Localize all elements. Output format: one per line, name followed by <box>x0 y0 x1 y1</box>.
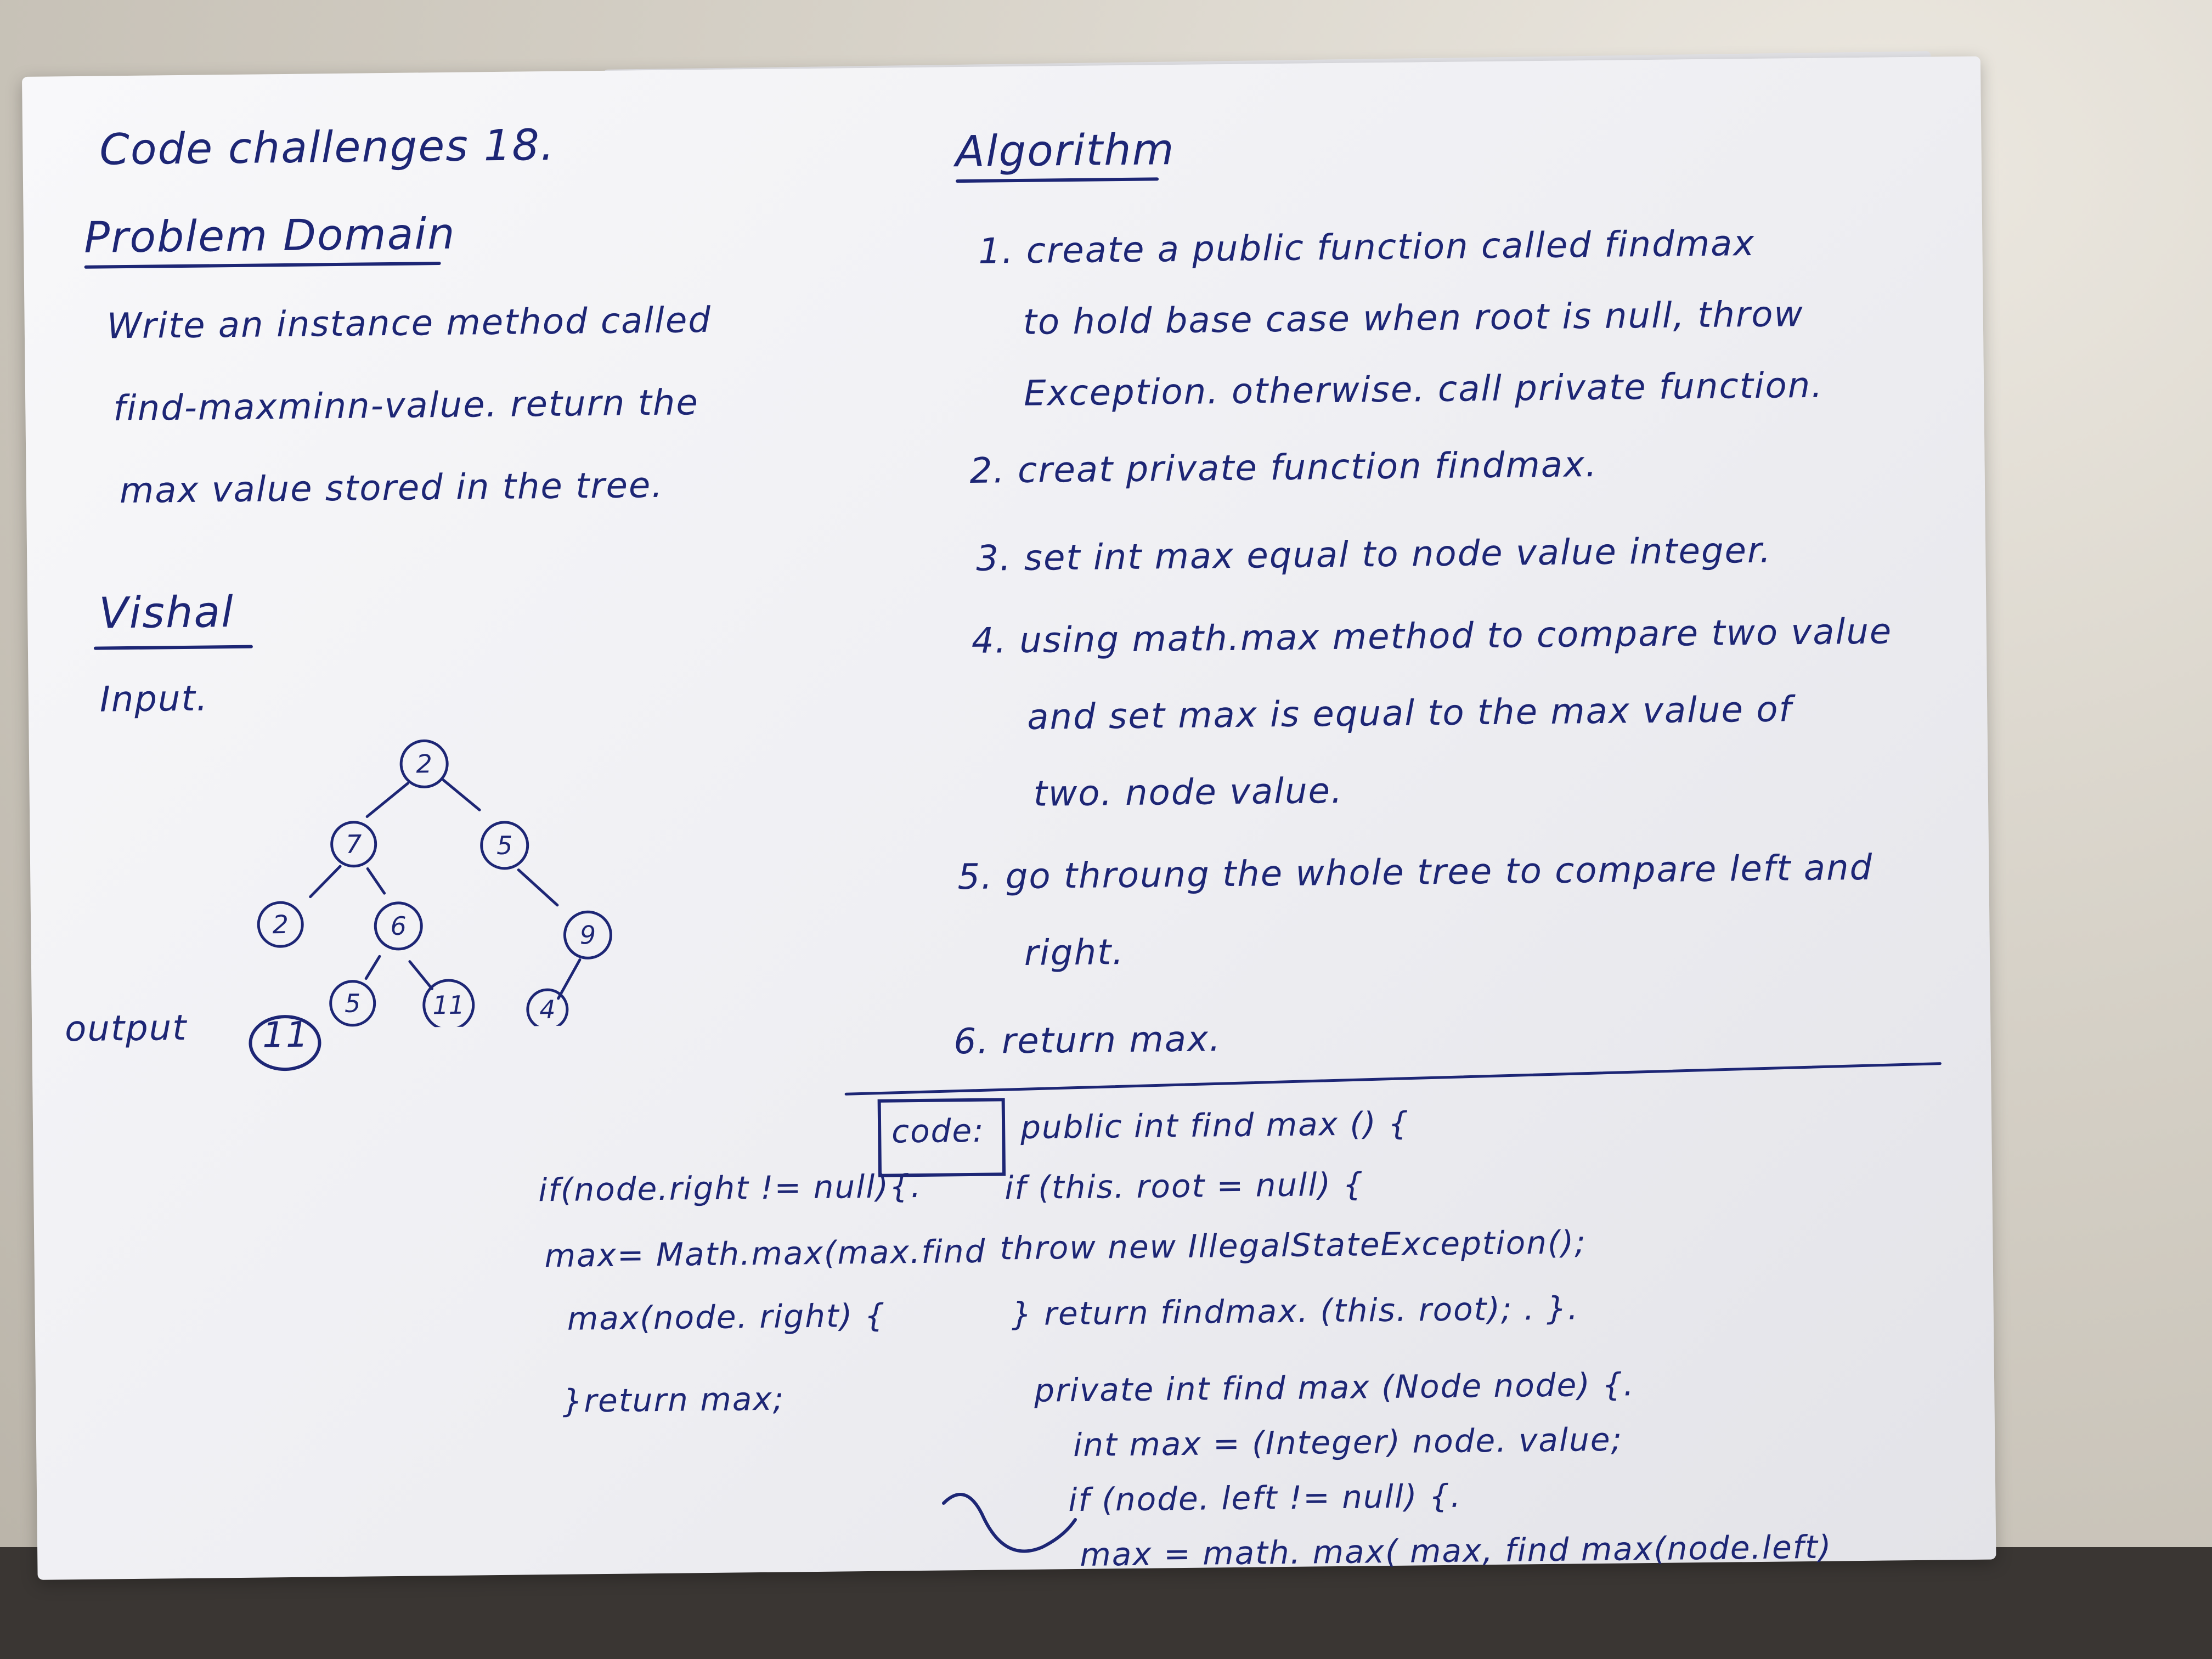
input-label: Input. <box>99 678 209 720</box>
problem-domain-underline <box>84 262 441 269</box>
code-line: throw new IllegalStateException(); <box>1000 1223 1587 1267</box>
algorithm-step: 4. using math.max method to compare two … <box>971 611 1893 662</box>
output-label: output <box>64 1007 188 1050</box>
tree-edge <box>309 865 342 899</box>
code-line: if (this. root = null) { <box>1004 1165 1364 1207</box>
side-code-line: }return max; <box>562 1380 785 1420</box>
tree-edge <box>408 960 433 990</box>
code-line: max = math. max( max, find max(node.left… <box>1079 1528 1832 1573</box>
tree-node-label: 2 <box>272 910 289 939</box>
algorithm-underline <box>956 177 1159 183</box>
section-divider <box>844 1062 1942 1096</box>
tree-edge <box>557 958 582 1000</box>
tree-node-label: 2 <box>416 749 432 778</box>
algorithm-step: 1. create a public function called findm… <box>978 223 1756 272</box>
tree-node-circle <box>480 821 529 870</box>
squiggle-mark <box>942 1493 1077 1553</box>
visual-underline <box>93 645 253 650</box>
tree-edge <box>364 955 381 980</box>
tree-node-label: 9 <box>580 920 596 950</box>
tree-edge <box>442 778 481 811</box>
algorithm-step: right. <box>1024 932 1125 974</box>
tree-edge <box>366 867 386 895</box>
tree-node-label: 7 <box>346 830 362 859</box>
algorithm-step: 2. creat private function findmax. <box>969 444 1598 492</box>
code-line: private int find max (Node node) {. <box>1034 1365 1635 1409</box>
tree-node-circle <box>399 739 449 788</box>
algorithm-step: Exception. otherwise. call private funct… <box>1023 365 1824 414</box>
algorithm-step: two. node value. <box>1033 770 1344 815</box>
side-code-line: if(node.right != null){. <box>538 1167 922 1209</box>
notebook-page: Code challenges 18. Problem Domain Write… <box>22 56 1996 1580</box>
algorithm-step: 3. set int max equal to node value integ… <box>975 530 1773 579</box>
problem-line: max value stored in the tree. <box>119 465 664 512</box>
binary-tree-diagram: 2 7 5 2 6 9 5 11 4 <box>257 739 612 1030</box>
tree-node-circle <box>330 821 377 868</box>
tree-node-label: 5 <box>345 989 361 1018</box>
problem-line: find-maxminn-value. return the <box>112 382 699 430</box>
code-line: public int find max () { <box>1020 1104 1410 1147</box>
tree-node-label: 6 <box>390 911 407 941</box>
side-code-line: max(node. right) { <box>567 1296 886 1338</box>
code-line: } return findmax. (this. root); . }. <box>1011 1289 1579 1333</box>
output-value: 11 <box>262 1014 310 1056</box>
code-line: int max = (Integer) node. value; <box>1073 1420 1623 1464</box>
code-line: if (node. left != null) {. <box>1068 1477 1462 1519</box>
tree-node-circle <box>329 980 376 1027</box>
problem-domain-heading: Problem Domain <box>83 209 456 263</box>
algorithm-step: to hold base case when root is null, thr… <box>1023 294 1804 343</box>
tree-node-label: 11 <box>432 990 465 1020</box>
tree-node-label: 5 <box>496 831 513 860</box>
tree-node-circle <box>374 901 423 951</box>
tree-edge <box>517 868 559 907</box>
tree-edge <box>365 782 410 818</box>
visual-heading: Vishal <box>98 588 235 639</box>
algorithm-step: 6. return max. <box>953 1019 1222 1063</box>
algorithm-step: 5. go throung the whole tree to compare … <box>957 847 1874 898</box>
algorithm-step: and set max is equal to the max value of <box>1026 689 1793 738</box>
side-code-line: max= Math.max(max.find <box>544 1232 986 1275</box>
algorithm-heading: Algorithm <box>955 125 1175 177</box>
problem-line: Write an instance method called <box>106 300 712 347</box>
tree-node-circle <box>422 979 475 1030</box>
page-title: Code challenges 18. <box>99 120 556 175</box>
code-label: code: <box>891 1111 985 1150</box>
tree-node-circle <box>563 910 612 960</box>
tree-node-circle <box>257 901 304 948</box>
tree-node-label: 4 <box>539 995 556 1024</box>
